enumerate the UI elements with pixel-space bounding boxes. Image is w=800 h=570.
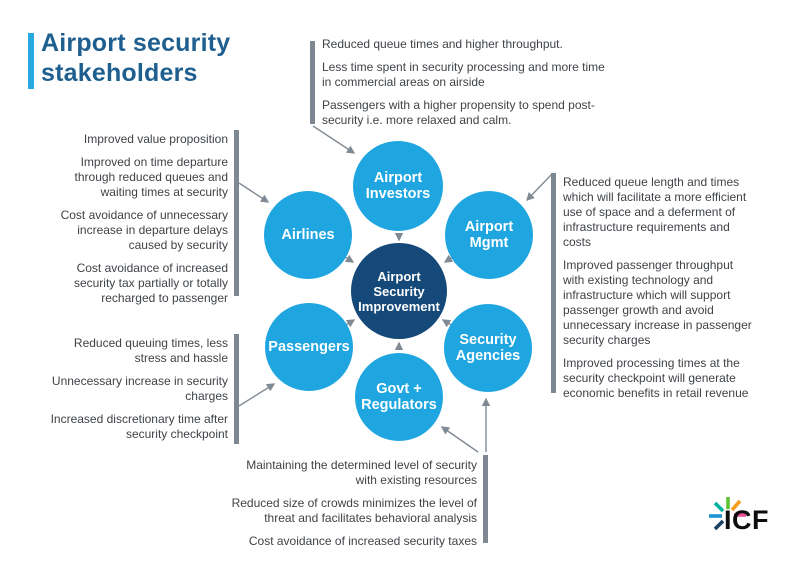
circle-airport-security-improvement: Airport Security Improvement — [351, 243, 447, 339]
circle-label: Airlines — [281, 227, 335, 243]
benefits-airlines: Improved value proposition Improved on t… — [18, 132, 228, 314]
icf-logo: ICF — [704, 492, 784, 548]
icf-logo-text: ICF — [724, 505, 769, 535]
investors-benefits-bar — [310, 41, 315, 124]
benefit-item: Unnecessary increase in security charges — [51, 374, 228, 403]
page-title: Airport security stakeholders — [41, 29, 231, 87]
arrow-airlines-center — [344, 254, 355, 263]
benefits-govt-regulators: Maintaining the determined level of secu… — [206, 458, 477, 557]
circle-airport-investors: Airport Investors — [353, 141, 443, 231]
circle-airport-mgmt: Airport Mgmt — [445, 191, 533, 279]
circle-label: Govt + Regulators — [361, 381, 437, 413]
benefit-item: Reduced size of crowds minimizes the lev… — [231, 496, 477, 525]
benefit-item: Reduced queuing times, less stress and h… — [73, 336, 228, 365]
govt-benefits-bar — [483, 455, 488, 543]
benefit-item: Reduced queue times and higher throughpu… — [322, 37, 563, 51]
benefit-item: Cost avoidance of increased security tax… — [248, 534, 477, 548]
benefit-item: Improved value proposition — [83, 132, 228, 146]
arrow-mgmt-benefits — [526, 173, 553, 202]
benefit-item: Improved passenger throughput with exist… — [563, 258, 752, 347]
benefit-item: Cost avoidance of increased security tax… — [73, 261, 228, 305]
airlines-benefits-bar — [234, 130, 239, 296]
circle-airlines: Airlines — [264, 191, 352, 279]
circle-passengers: Passengers — [265, 303, 353, 391]
circle-label: Security Agencies — [455, 332, 521, 364]
circle-label: Airport Security Improvement — [358, 268, 440, 314]
benefits-airport-mgmt-security-agencies: Reduced queue length and times which wil… — [563, 175, 798, 409]
benefit-item: Less time spent in security processing a… — [322, 60, 605, 89]
arrow-passengers-benefits — [238, 383, 276, 407]
arrow-govt-benefits — [440, 426, 479, 453]
benefit-item: Increased discretionary time after secur… — [50, 412, 228, 441]
circle-label: Passengers — [268, 339, 350, 355]
benefits-airport-investors: Reduced queue times and higher throughpu… — [322, 37, 632, 136]
mgmt-benefits-bar — [551, 173, 556, 393]
passengers-benefits-bar — [234, 334, 239, 444]
benefit-item: Reduced queue length and times which wil… — [563, 175, 747, 249]
circle-govt-regulators: Govt + Regulators — [355, 353, 443, 441]
benefit-item: Maintaining the determined level of secu… — [246, 458, 477, 487]
circle-security-agencies: Security Agencies — [444, 304, 532, 392]
arrow-airlines-benefits — [238, 182, 270, 203]
circle-label: Airport Mgmt — [464, 219, 514, 251]
title-accent-bar — [28, 33, 34, 89]
benefits-passengers: Reduced queuing times, less stress and h… — [18, 336, 228, 450]
benefit-item: Passengers with a higher propensity to s… — [322, 98, 595, 127]
benefit-item: Cost avoidance of unnecessary increase i… — [60, 208, 228, 252]
circle-label: Airport Investors — [365, 170, 431, 202]
benefit-item: Improved on time departure through reduc… — [74, 155, 228, 199]
icf-spark-icon — [709, 497, 746, 531]
benefit-item: Improved processing times at the securit… — [563, 356, 749, 400]
